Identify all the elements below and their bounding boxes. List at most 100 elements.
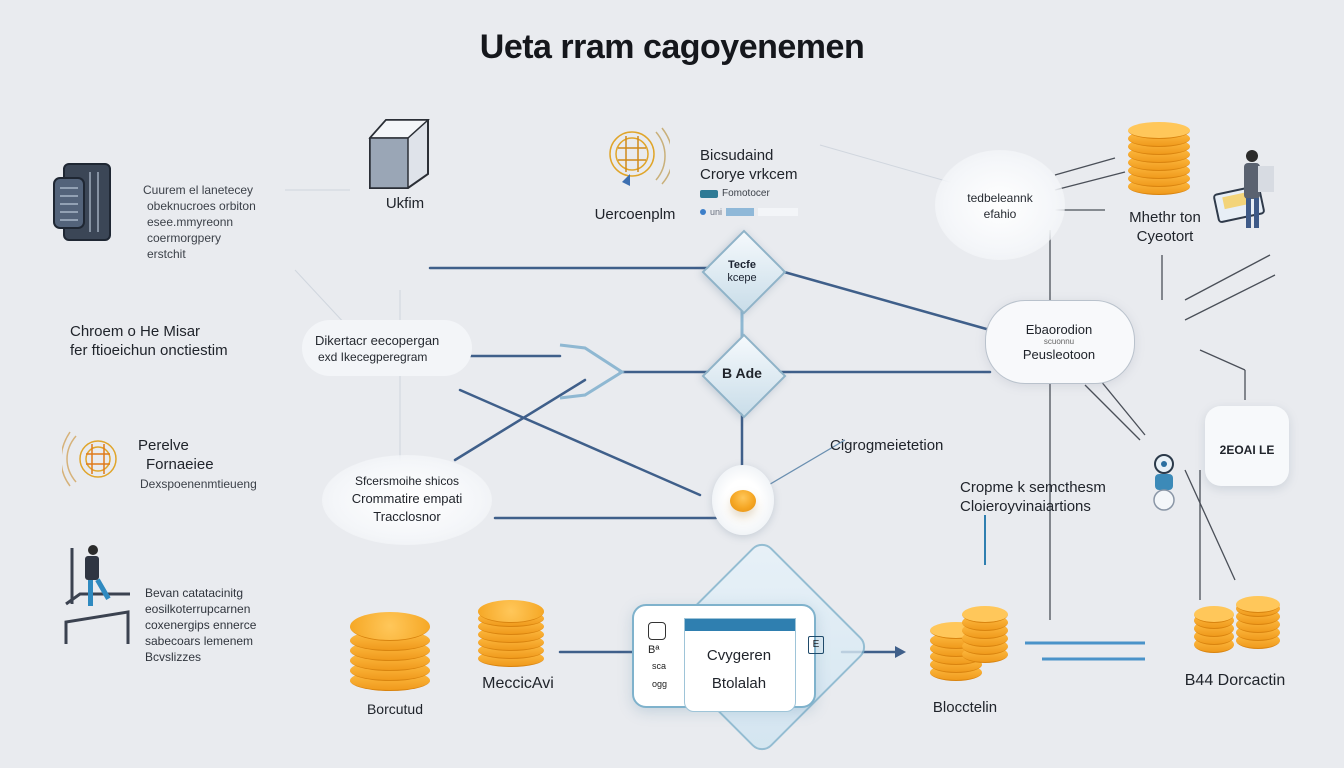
coin-stack-icon <box>1194 606 1234 653</box>
coin-stack-icon <box>1128 120 1190 195</box>
wire <box>1054 171 1126 191</box>
text-line: Bevan catatacinitg <box>145 586 244 600</box>
doc-side-column: Bª sca ogg <box>648 616 667 690</box>
coin-bottom-left-label: Borcutud <box>366 701 424 717</box>
wire <box>759 439 846 491</box>
cloud-node-right <box>985 300 1135 384</box>
coin-stack-icon <box>1236 596 1280 649</box>
diagram-title: Ueta rram cagoyenemen <box>479 28 865 66</box>
text-line: tedbeleannk <box>967 191 1033 205</box>
text-line: Ebaorodion <box>1025 322 1093 337</box>
text-line: Cropme k semcthesm <box>960 479 1106 496</box>
text-line: sca <box>652 661 667 671</box>
diamond-top-text: Tecfe kcepe <box>712 259 772 285</box>
wire <box>1184 469 1236 581</box>
coin-stack-icon <box>962 606 1008 663</box>
person-on-platform-icon <box>60 544 135 654</box>
wire <box>458 388 702 497</box>
legend-swatch <box>700 190 718 198</box>
text-line: Bcvslizzes <box>145 650 202 664</box>
text-line: Perelve <box>138 437 189 454</box>
globe-top-label: Uercoenplm <box>594 206 676 223</box>
wire <box>1199 349 1246 371</box>
circuit-card-icon <box>50 160 114 244</box>
text-line: obeknucroes orbiton <box>147 199 256 213</box>
mid-label: Cigrogmeietetion <box>830 437 944 454</box>
text-line: Sfcersmoihe shicos <box>354 474 460 488</box>
text-line: Peusleotoon <box>1022 347 1096 362</box>
text-line: Cloieroyvinaiartions <box>960 498 1091 515</box>
text-line: efahio <box>983 207 1017 221</box>
coin-bottom-mid-label: MeccicAvi <box>482 675 554 692</box>
text-line: ogg <box>652 679 668 689</box>
legend-top: Bicsudaind Crorye vrkcem Fomotocer uni <box>700 146 820 220</box>
wire <box>1084 384 1141 441</box>
badge-text: 2EOAI LE <box>1219 443 1275 457</box>
coin-stack-icon <box>350 612 430 691</box>
legend-title: Bicsudaind <box>700 147 774 164</box>
text-line: Dexspoenenmtieueng <box>140 477 257 491</box>
corner-badge: E <box>808 636 824 654</box>
document-text: Cvygeren Btolalah <box>684 642 794 698</box>
text-line: esee.mmyreonn <box>147 215 234 229</box>
robot-figure-icon <box>1146 452 1182 512</box>
badge-node-right[interactable] <box>1205 406 1289 486</box>
document-icon <box>648 622 666 640</box>
person-with-screen-icon <box>1212 148 1296 234</box>
coin-right-label: B44 Dorcactin <box>1184 672 1286 689</box>
right-mid-text: Cropme k semcthesm Cloieroyvinaiartions <box>960 478 1106 516</box>
text-line: Bª <box>648 644 660 656</box>
badge-right-label: 2EOAI LE <box>1205 441 1289 460</box>
wire <box>1099 379 1146 436</box>
text-line: Fornaeiee <box>146 456 214 473</box>
legend-subtitle: Crorye vrkcem <box>700 166 798 183</box>
wire <box>453 378 587 462</box>
cloud-top-text: tedbeleannk efahio <box>945 190 1055 222</box>
text-line: Chroem o He Misar <box>70 323 201 340</box>
text-line: scuonnu <box>1043 337 1075 346</box>
bubble-bottom-text: Sfcersmoihe shicos Crommatire empati Tra… <box>322 472 492 526</box>
legend-bar <box>726 208 755 216</box>
document-card <box>684 618 796 712</box>
text-line: coxenergips ennerce <box>145 618 257 632</box>
left-mid-text: Chroem o He Misar fer ftioeichun oncties… <box>70 322 228 360</box>
cube-label: Ukfim <box>385 195 425 212</box>
globe-left-text: Perelve Fornaeiee Dexspoenenmtieueng <box>138 436 257 492</box>
legend-bar-track <box>758 208 799 216</box>
bubble-node-bottom <box>322 455 492 545</box>
text-line: Dikertacr eecopergan <box>315 333 440 348</box>
diamond-mid-label: B Ade <box>722 365 762 381</box>
text-line: Cyeotort <box>1136 228 1194 245</box>
coin-icon <box>730 490 756 512</box>
legend-item-label: uni <box>710 207 723 217</box>
wire <box>559 343 625 400</box>
text-line: Cuurem el lanetecey <box>143 183 254 197</box>
text-line: sabecoars lemenem <box>145 634 254 648</box>
text-line: erstchit <box>147 247 186 261</box>
globe-icon <box>600 122 674 188</box>
wire <box>1184 274 1276 321</box>
wire <box>819 144 961 186</box>
text-line: coermorgpery <box>147 231 222 245</box>
top-left-text: Cuurem el lanetecey obeknucroes orbiton … <box>143 182 256 262</box>
text-line: Tecfe <box>728 259 756 271</box>
text-line: Tracclosnor <box>373 509 441 524</box>
legend-item-label: Fomotocer <box>722 188 770 199</box>
legend-dot <box>700 209 706 215</box>
bubble-node-mid <box>302 320 472 376</box>
document-header-bar <box>685 619 795 631</box>
text-line: eosilkoterrupcarnen <box>145 602 251 616</box>
cube-icon <box>366 118 432 190</box>
text-line: Mhethr ton <box>1129 209 1201 226</box>
text-line: fer ftioeichun onctiestim <box>70 342 228 359</box>
text-line: exd Ikecegperegram <box>318 350 428 364</box>
arrow-head <box>895 646 906 658</box>
text-line: Cvygeren <box>706 647 772 664</box>
text-line: Crommatire empati <box>351 491 463 506</box>
wire <box>1184 254 1271 301</box>
wire <box>768 266 992 332</box>
text-line: kcepe <box>727 272 757 284</box>
cloud-node-top <box>935 150 1065 260</box>
coins-top-label: Mhethr ton Cyeotort <box>1110 208 1220 246</box>
